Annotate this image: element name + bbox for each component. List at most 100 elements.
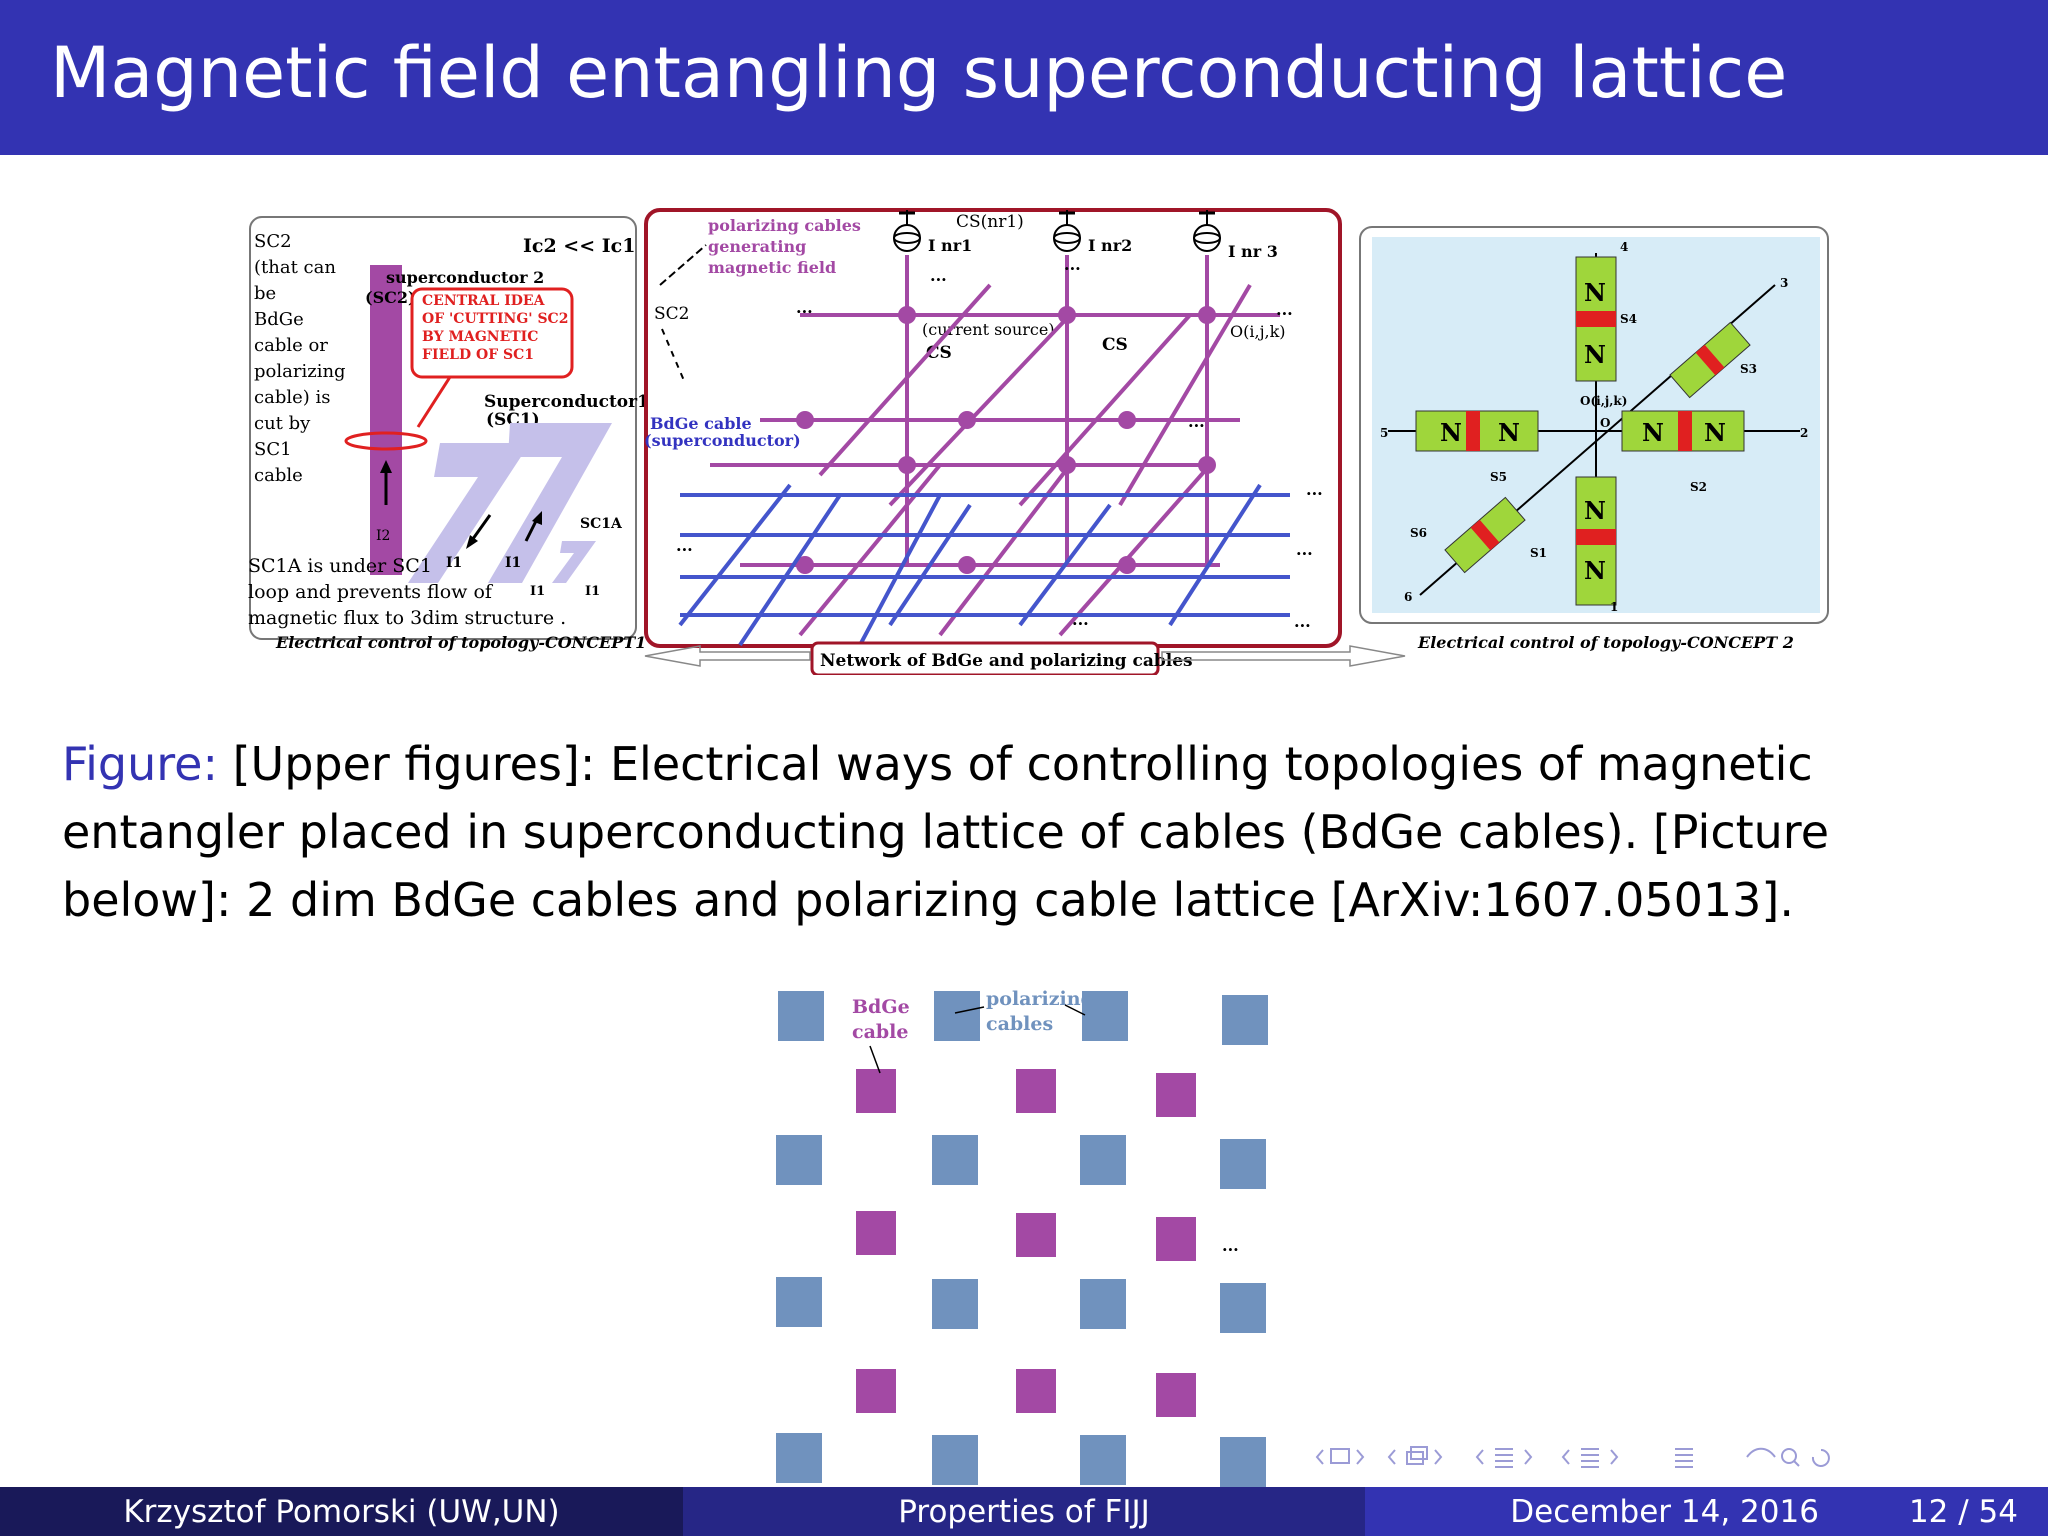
network-sc2-label: SC2	[654, 304, 689, 324]
lattice-squares	[776, 991, 1268, 1487]
direction-label: 4	[1620, 240, 1628, 254]
caption-text: [Upper figures]: Electrical ways of cont…	[62, 737, 1830, 927]
s5-label: S5	[1490, 470, 1507, 484]
polarizing-cable-square	[932, 1279, 978, 1329]
n-label: N	[1704, 418, 1726, 447]
central-idea-text: OF 'CUTTING' SC2	[422, 311, 568, 327]
polarizing-note: generating	[708, 237, 806, 256]
polarizing-cable-square	[776, 1135, 822, 1185]
footer-author: Krzysztof Pomorski (UW,UN)	[0, 1487, 683, 1536]
s4-label: S4	[1620, 312, 1637, 326]
polarizing-cable-square	[1220, 1437, 1266, 1487]
inr2-label: I nr2	[1088, 236, 1132, 255]
page-number: 12 / 54	[1908, 1493, 2018, 1530]
i2-label: I2	[376, 528, 390, 544]
direction-label: 3	[1780, 276, 1788, 290]
ellipsis: ...	[1306, 480, 1323, 499]
i1-label: I1	[585, 584, 600, 599]
ellipsis: ...	[1276, 300, 1293, 319]
ellipsis: ...	[796, 298, 813, 317]
cs-label: CS	[1102, 335, 1128, 355]
polarizing-cable-square	[776, 1277, 822, 1327]
subsection-icon[interactable]	[1387, 1446, 1443, 1465]
bdge-cable-square	[856, 1369, 896, 1413]
superconductor-label: (superconductor)	[644, 431, 801, 450]
inr3-label: I nr 3	[1228, 242, 1278, 261]
polarizing-label: cables	[986, 1013, 1053, 1035]
nav-left-icon[interactable]	[1315, 1449, 1324, 1465]
frame-icon[interactable]	[1330, 1448, 1350, 1464]
figure-caption: Figure: [Upper figures]: Electrical ways…	[62, 730, 1982, 934]
direction-label: 2	[1800, 426, 1808, 440]
concept1-sc2-desc: be	[254, 283, 276, 304]
ellipsis: ...	[676, 536, 693, 555]
ellipsis: ...	[1072, 610, 1089, 629]
n-label: N	[1584, 340, 1606, 369]
i1-label: I1	[446, 555, 462, 571]
concept1-note: loop and prevents flow of	[248, 581, 494, 603]
lower-figure: BdGe cable polarizing cables ...	[776, 988, 1268, 1487]
polarizing-cable-square	[1220, 1283, 1266, 1333]
slide-title: Magnetic field entangling superconductin…	[50, 32, 1788, 114]
superconductor1-label: Superconductor1	[484, 392, 649, 412]
footer-date-page: December 14, 2016 12 / 54	[1365, 1487, 2048, 1536]
bdge-cable-square	[1156, 1073, 1196, 1117]
polarizing-cable-square	[1080, 1279, 1126, 1329]
bdge-cable-square	[1156, 1217, 1196, 1261]
polarizing-note: magnetic field	[708, 258, 836, 277]
s3-label: S3	[1740, 362, 1757, 376]
outline-icon[interactable]	[1561, 1448, 1619, 1468]
section-icon[interactable]	[1475, 1448, 1533, 1468]
superconductor2-label: superconductor 2	[386, 268, 544, 287]
polarizing-cable-square	[932, 1435, 978, 1485]
o-label: O	[1600, 416, 1610, 430]
concept2-oijk-label: O(i,j,k)	[1580, 394, 1627, 408]
footer-title: Properties of FIJJ	[683, 1487, 1365, 1536]
sc1a-label: SC1A	[580, 516, 623, 532]
caption-label: Figure:	[62, 737, 218, 791]
bdge-cable-square	[856, 1069, 896, 1113]
polarizing-cable-square	[1080, 1135, 1126, 1185]
direction-label: 1	[1610, 600, 1618, 614]
concept1-sc2-desc: BdGe	[254, 309, 304, 330]
ellipsis: ...	[1222, 1236, 1239, 1255]
network-oijk-label: O(i,j,k)	[1230, 322, 1286, 341]
cutting-loop	[344, 431, 428, 451]
n-label: N	[1498, 418, 1520, 447]
central-idea-box	[410, 287, 574, 379]
polarizing-cable-square	[932, 1135, 978, 1185]
ic-relation: Ic2 << Ic1	[523, 235, 635, 257]
slide-header: Magnetic field entangling superconductin…	[0, 0, 2048, 155]
search-icon[interactable]	[1675, 1447, 1830, 1468]
concept2-panel: N N N N N N N N S4 S3 S5 S2 S1	[1359, 226, 1829, 652]
direction-label: 5	[1380, 426, 1388, 440]
n-label: N	[1642, 418, 1664, 447]
n-label: N	[1440, 418, 1462, 447]
upper-figure: SC2 (that can be BdGe cable or polarizin…	[248, 208, 1829, 675]
ellipsis: ...	[1296, 540, 1313, 559]
i1-label: I1	[530, 584, 545, 599]
concept1-sc2-desc: cut by	[254, 413, 311, 434]
central-idea-text: CENTRAL IDEA	[422, 293, 546, 309]
bdge-cable-square	[856, 1211, 896, 1255]
bdge-cable-square	[1016, 1069, 1056, 1113]
inr1-label: I nr1	[928, 236, 972, 255]
polarizing-cable-square	[778, 991, 824, 1041]
concept1-sc2-desc: SC1	[254, 439, 292, 460]
bdge-cable-label: BdGe cable	[650, 414, 752, 433]
sc1-shape	[408, 443, 530, 583]
nav-right-icon[interactable]	[1356, 1449, 1365, 1465]
concept1-panel: SC2 (that can be BdGe cable or polarizin…	[248, 216, 649, 652]
bdge-label: BdGe	[852, 996, 910, 1018]
direction-label: 6	[1404, 590, 1412, 604]
n-label: N	[1584, 496, 1606, 525]
network-caption: Network of BdGe and polarizing cables	[820, 651, 1193, 671]
polarizing-label: polarizing	[986, 988, 1094, 1010]
n-label: N	[1584, 278, 1606, 307]
lattice-node	[796, 306, 1216, 574]
concept1-sc2-desc: polarizing	[254, 361, 346, 382]
concept1-note: SC1A is under SC1	[248, 555, 432, 577]
ellipsis: ...	[930, 266, 947, 285]
ellipsis: ...	[1294, 612, 1311, 631]
sc2-label: (SC2)	[365, 288, 416, 307]
